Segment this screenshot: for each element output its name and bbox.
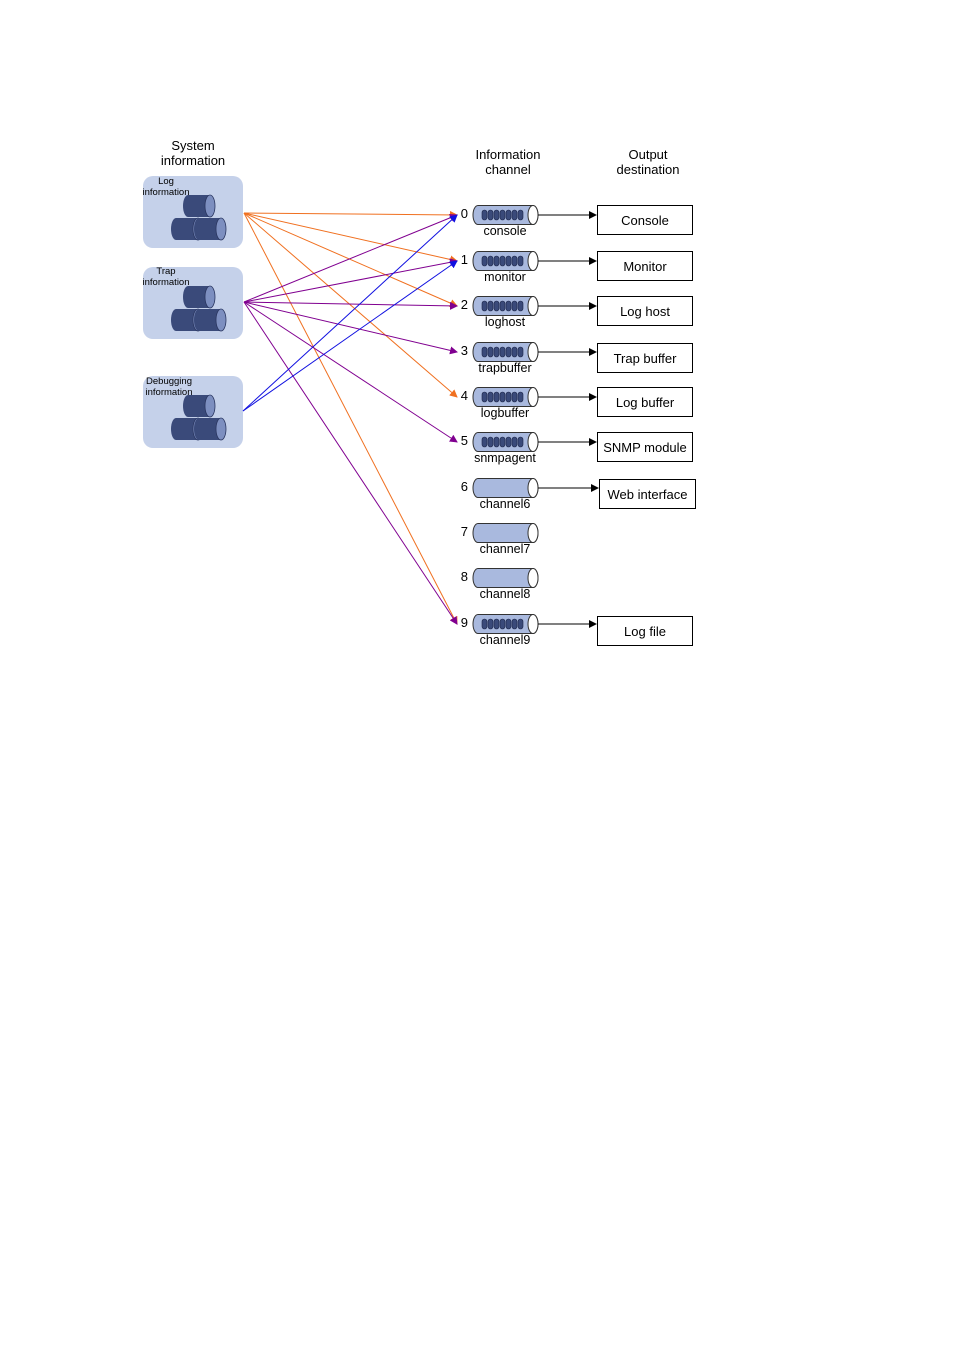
output-monitor: Monitor xyxy=(597,251,693,281)
system-information-header: System information xyxy=(160,138,226,168)
information-channel-header: Information channel xyxy=(475,147,541,177)
channel-number: 4 xyxy=(460,388,468,403)
channel-pipe-icon xyxy=(472,251,539,271)
channel-number: 7 xyxy=(460,524,468,539)
output-log-file: Log file xyxy=(597,616,693,646)
flow-arrow xyxy=(243,301,458,443)
channel-pipe-icon xyxy=(472,432,539,452)
flow-arrow xyxy=(243,301,458,625)
output-log-host: Log host xyxy=(597,296,693,326)
flow-arrow xyxy=(243,258,458,303)
database-drum-icon xyxy=(194,308,227,332)
flow-arrow xyxy=(243,301,458,355)
database-drum-icon xyxy=(183,285,216,309)
channel-number: 6 xyxy=(460,479,468,494)
channel-pipe-icon xyxy=(472,387,539,407)
channel-name: logbuffer xyxy=(480,406,530,420)
output-snmp-module: SNMP module xyxy=(597,432,693,462)
channel-pipe-icon xyxy=(472,568,539,588)
channel-number: 1 xyxy=(460,252,468,267)
flow-arrow xyxy=(243,210,458,219)
channel-name: loghost xyxy=(484,315,526,329)
flow-arrow xyxy=(243,212,458,625)
flow-arrow xyxy=(243,212,458,398)
source-label-trap: Trap information xyxy=(142,266,190,288)
flow-arrow xyxy=(242,214,458,412)
channel-name: monitor xyxy=(484,270,526,284)
flow-arrow xyxy=(243,213,458,303)
channel-pipe-icon xyxy=(472,478,539,498)
channel-name: channel7 xyxy=(479,542,531,556)
output-web-interface: Web interface xyxy=(599,479,696,509)
channel-number: 9 xyxy=(460,615,468,630)
channel-pipe-icon xyxy=(472,523,539,543)
channel-number: 2 xyxy=(460,297,468,312)
source-label-log: Log information xyxy=(142,176,190,198)
channel-number: 0 xyxy=(460,206,468,221)
channel-pipe-icon xyxy=(472,296,539,316)
channel-name: trapbuffer xyxy=(478,361,532,375)
source-label-debugging: Debugging information xyxy=(145,376,193,398)
channel-name: channel9 xyxy=(479,633,531,647)
channel-pipe-icon xyxy=(472,205,539,225)
flow-arrow xyxy=(242,260,458,412)
database-drum-icon xyxy=(194,217,227,241)
output-console: Console xyxy=(597,205,693,235)
channel-name: console xyxy=(483,224,527,238)
channel-name: channel8 xyxy=(479,587,531,601)
flow-arrow xyxy=(243,212,458,307)
output-destination-header: Output destination xyxy=(616,147,680,177)
flow-arrow xyxy=(243,301,458,310)
output-trap-buffer: Trap buffer xyxy=(597,343,693,373)
channel-pipe-icon xyxy=(472,342,539,362)
channel-number: 8 xyxy=(460,569,468,584)
database-drum-icon xyxy=(183,394,216,418)
channel-number: 3 xyxy=(460,343,468,358)
channel-number: 5 xyxy=(460,433,468,448)
database-drum-icon xyxy=(183,194,216,218)
flow-arrow xyxy=(243,212,458,264)
channel-pipe-icon xyxy=(472,614,539,634)
database-drum-icon xyxy=(194,417,227,441)
channel-name: channel6 xyxy=(479,497,531,511)
channel-name: snmpagent xyxy=(474,451,536,465)
output-log-buffer: Log buffer xyxy=(597,387,693,417)
